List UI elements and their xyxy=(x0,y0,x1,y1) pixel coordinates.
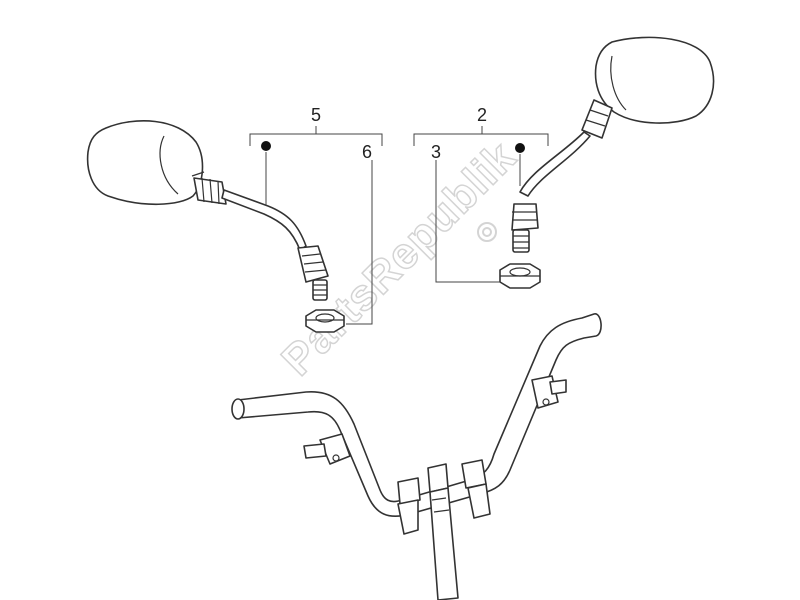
handlebar-left-end xyxy=(231,398,245,420)
callout-3: 3 xyxy=(431,142,441,162)
right-mirror-stem xyxy=(519,131,591,197)
right-mirror-boot xyxy=(581,99,613,139)
left-mirror xyxy=(86,120,345,333)
left-clamp xyxy=(303,433,351,465)
callout-6: 6 xyxy=(362,142,372,162)
right-mirror-thread xyxy=(512,229,530,253)
handlebar-tube xyxy=(237,313,602,518)
gear-icon xyxy=(477,222,497,242)
callout-2: 2 xyxy=(477,105,487,125)
left-nut xyxy=(305,309,345,333)
center-clamp xyxy=(397,459,491,535)
callout-group-right: 2 3 xyxy=(413,105,549,283)
right-mirror-lower-boot xyxy=(511,203,539,231)
left-mirror-stem xyxy=(221,189,307,251)
right-nut xyxy=(499,263,541,289)
left-bracket-dot xyxy=(261,141,271,151)
callout-5: 5 xyxy=(311,105,321,125)
handlebar xyxy=(231,313,602,600)
right-mirror xyxy=(499,36,715,289)
left-mirror-head xyxy=(86,120,204,206)
right-mirror-head xyxy=(594,36,715,124)
right-bracket-dot xyxy=(515,143,525,153)
right-clamp xyxy=(531,375,567,409)
left-mirror-lower-boot xyxy=(297,245,329,283)
callout-group-left: 5 6 xyxy=(249,105,383,325)
steering-stem xyxy=(429,487,459,600)
